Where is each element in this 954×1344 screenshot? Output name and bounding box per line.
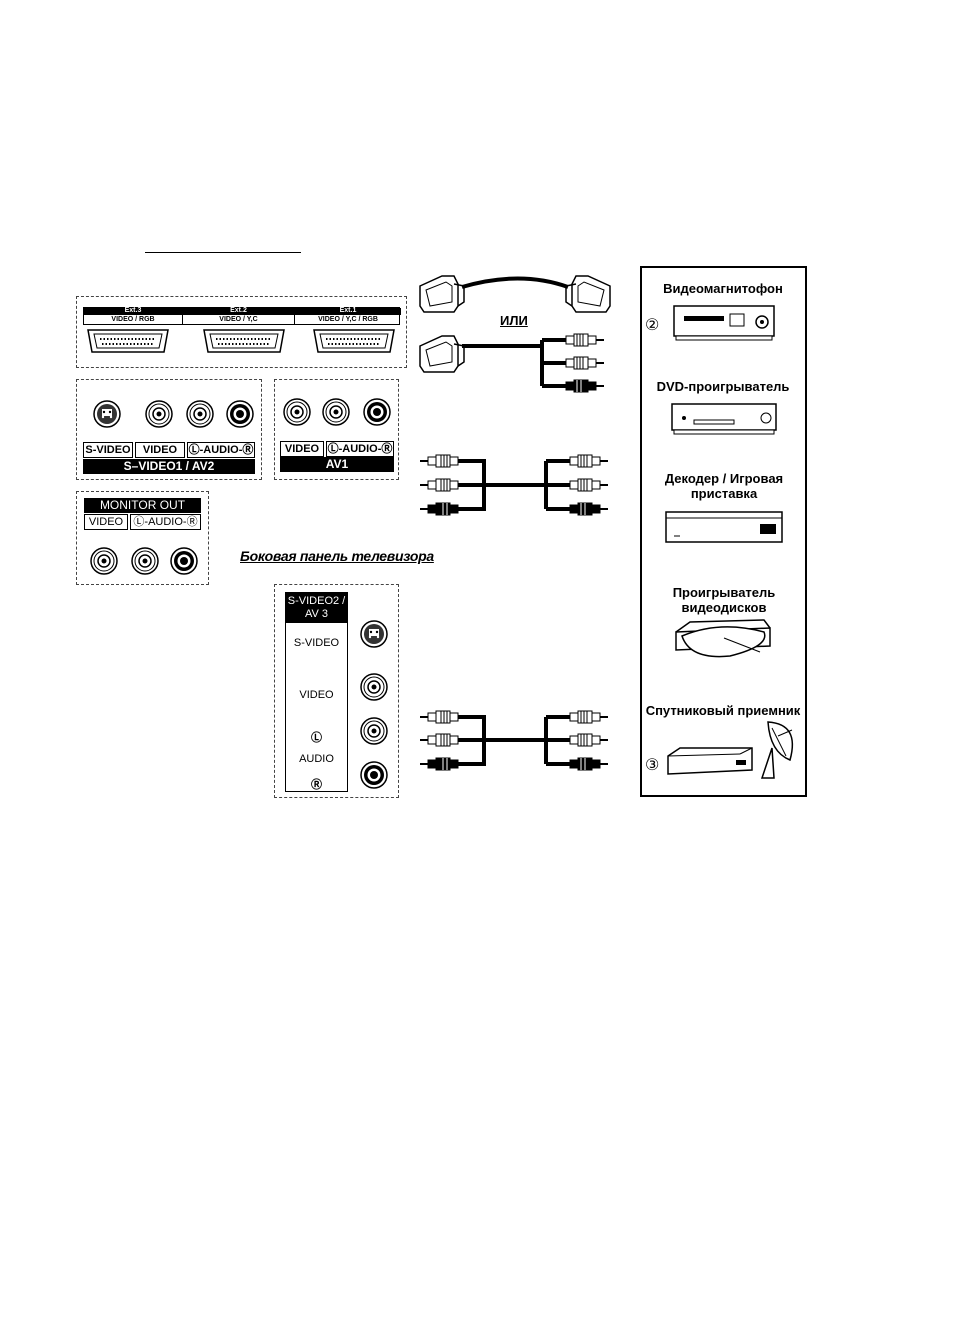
av1-audio-r-jack xyxy=(363,398,391,426)
ext3-sub: VIDEO / RGB xyxy=(111,316,155,323)
device-satellite-title: Спутниковый приемник xyxy=(645,703,801,718)
monitor-video-jack xyxy=(90,547,118,575)
av1-panel: VIDEO Ⓛ-AUDIO-Ⓡ AV1 xyxy=(274,379,399,480)
av2-video-jack xyxy=(145,400,173,428)
device-decoder-title: Декодер / Игровая приставка xyxy=(664,471,784,501)
device-list-box xyxy=(640,266,807,797)
scart-connector-ext2 xyxy=(203,329,285,353)
side-panel-caption: Боковая панель телевизора xyxy=(240,548,434,564)
side-video-label: VIDEO xyxy=(299,689,334,701)
ext1-label: Ext.1 xyxy=(339,307,357,314)
side-title: S-VIDEO2 / AV 3 xyxy=(286,593,347,623)
monitor-out-panel: MONITOR OUT VIDEO Ⓛ-AUDIO-Ⓡ xyxy=(76,491,209,585)
av1-audio-label: Ⓛ-AUDIO-Ⓡ xyxy=(326,441,394,457)
device-vcr-title: Видеомагнитофон xyxy=(663,281,783,296)
monitor-audio-l-jack xyxy=(131,547,159,575)
satellite-receiver-icon xyxy=(667,747,753,775)
ext3-label: Ext.3 xyxy=(124,307,142,314)
rca-cable-av xyxy=(419,454,609,516)
monitor-title: MONITOR OUT xyxy=(84,498,201,513)
monitor-audio-r-jack xyxy=(170,547,198,575)
ld-player-icon xyxy=(675,619,771,658)
dvd-icon xyxy=(671,403,777,435)
device-satellite-mark: ③ xyxy=(645,757,660,774)
heading-underline xyxy=(145,252,301,253)
scart-connector-ext3 xyxy=(87,329,169,353)
or-label: ИЛИ xyxy=(500,313,528,328)
av1-audio-l-jack xyxy=(322,398,350,426)
scart-scart-cable xyxy=(419,275,611,313)
av2-video-label: VIDEO xyxy=(135,442,185,458)
vcr-icon xyxy=(673,305,775,341)
av2-audio-l-jack xyxy=(186,400,214,428)
av2-svideo-jack xyxy=(93,400,121,428)
side-r-label: Ⓡ xyxy=(311,779,322,791)
device-dvd-title: DVD-проигрыватель xyxy=(656,379,790,394)
av2-panel: S-VIDEO VIDEO Ⓛ-AUDIO-Ⓡ S–VIDEO1 / AV2 xyxy=(76,379,262,480)
ext1-sub: VIDEO / Y,C / RGB xyxy=(318,316,378,323)
decoder-icon xyxy=(665,511,783,543)
scart-panel: Ext.3 Ext.2 Ext.1 VIDEO / RGB VIDEO / Y,… xyxy=(76,296,407,368)
side-audio-r-jack xyxy=(360,761,388,789)
av1-video-jack xyxy=(283,398,311,426)
side-video-jack xyxy=(360,673,388,701)
av2-svideo-label: S-VIDEO xyxy=(83,442,133,458)
side-audio-l-jack xyxy=(360,717,388,745)
av2-audio-r-jack xyxy=(226,400,254,428)
scart-connector-ext1 xyxy=(313,329,395,353)
scart-header-bar: Ext.3 Ext.2 Ext.1 VIDEO / RGB VIDEO / Y,… xyxy=(83,307,401,325)
side-audio-label: AUDIO xyxy=(299,753,334,765)
rca-cable-side xyxy=(419,710,609,771)
side-l-label: Ⓛ xyxy=(311,732,322,744)
monitor-audio-label: Ⓛ-AUDIO-Ⓡ xyxy=(130,514,201,530)
device-vcr-mark: ② xyxy=(645,317,660,334)
ext2-sub: VIDEO / Y,C xyxy=(219,316,258,323)
side-svideo-label: S-VIDEO xyxy=(293,637,340,649)
device-ldplayer-title: Проигрыватель видеодисков xyxy=(672,585,776,615)
side-av3-panel: S-VIDEO2 / AV 3 S-VIDEO VIDEO Ⓛ AUDIO Ⓡ xyxy=(274,584,399,798)
ext2-label: Ext.2 xyxy=(230,307,247,314)
side-svideo-jack xyxy=(360,620,388,648)
av1-video-label: VIDEO xyxy=(280,441,324,457)
av2-title: S–VIDEO1 / AV2 xyxy=(83,459,255,474)
scart-rca-cable xyxy=(419,333,605,393)
satellite-dish-icon xyxy=(760,721,794,779)
av2-audio-label: Ⓛ-AUDIO-Ⓡ xyxy=(187,442,255,458)
monitor-video-label: VIDEO xyxy=(84,514,128,530)
av1-title: AV1 xyxy=(280,457,394,472)
